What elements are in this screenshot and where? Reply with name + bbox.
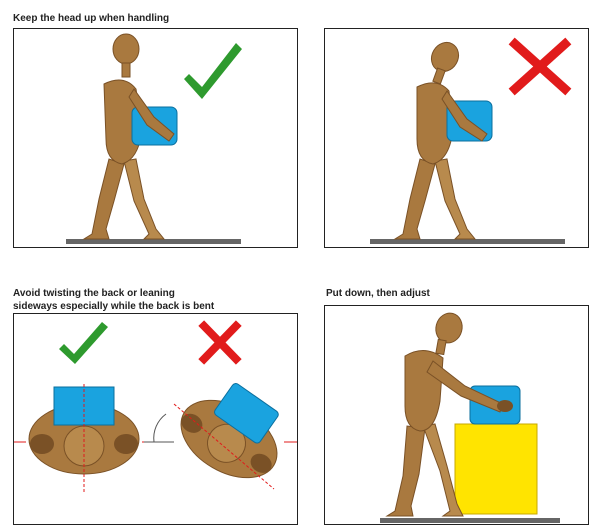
check-icon — [59, 322, 108, 364]
caption-avoid-twisting-line1: Avoid twisting the back or leaning — [13, 287, 214, 300]
check-icon — [184, 43, 242, 99]
yellow-crate — [455, 424, 537, 514]
panel-avoid-twisting — [13, 313, 298, 525]
floor-bar — [66, 239, 241, 244]
top-view-twisted — [144, 382, 297, 494]
figure-putting-down — [325, 306, 588, 524]
top-view-straight — [14, 384, 154, 494]
floor-bar — [370, 239, 565, 244]
caption-put-down: Put down, then adjust — [326, 287, 430, 300]
figure-walking-head-down — [325, 29, 588, 247]
figure-walking-head-up — [14, 29, 297, 247]
figures-top-view — [14, 314, 297, 524]
cross-icon — [515, 44, 565, 89]
caption-avoid-twisting-line2: sideways especially while the back is be… — [13, 300, 214, 313]
panel-put-down — [324, 305, 589, 525]
floor-bar — [380, 518, 560, 523]
caption-avoid-twisting: Avoid twisting the back or leaning sidew… — [13, 287, 214, 313]
panel-head-down-incorrect — [324, 28, 589, 248]
caption-head-up: Keep the head up when handling — [13, 12, 169, 25]
cross-icon — [204, 326, 236, 359]
panel-head-up-correct — [13, 28, 298, 248]
